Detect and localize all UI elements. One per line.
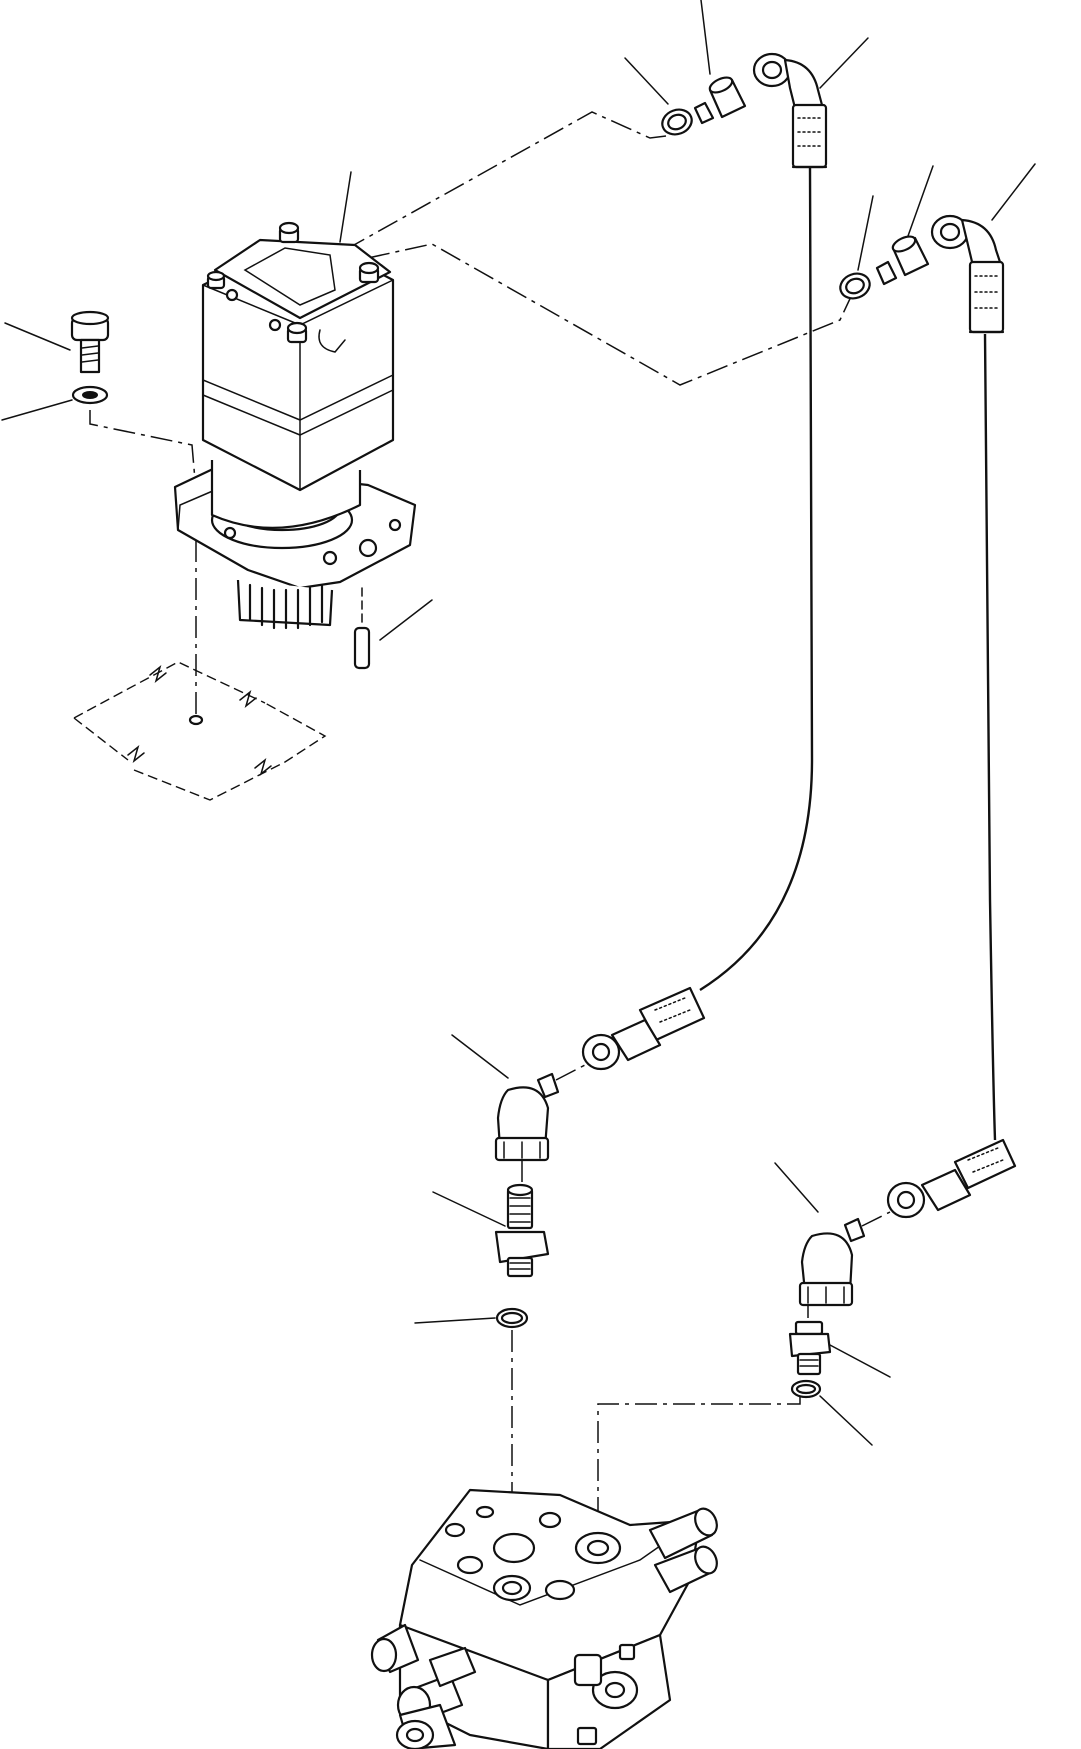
hose-2-end	[886, 1138, 1017, 1219]
callout-leaders	[1, 0, 1036, 1446]
swing-motor	[173, 221, 417, 630]
lower-elbow-2	[798, 1217, 866, 1307]
upper-fitting-1	[693, 76, 747, 125]
upper-fitting-2	[875, 235, 930, 286]
dowel-pin	[353, 587, 371, 670]
hose-1	[699, 167, 814, 992]
lower-adapter-1	[494, 1183, 550, 1278]
upper-elbow-2	[930, 214, 1005, 334]
mounting-surface	[73, 661, 327, 801]
pinion-gear	[236, 579, 334, 630]
lower-oring-1	[495, 1307, 529, 1329]
bolt-washer	[71, 385, 109, 405]
lower-adapter-2	[788, 1320, 832, 1376]
assembly-centerlines	[89, 111, 856, 1545]
upper-elbow-1	[752, 52, 828, 169]
hose-1-end	[581, 986, 706, 1071]
upper-oring-2	[839, 272, 871, 300]
lower-oring-2	[790, 1379, 822, 1399]
control-valve	[370, 1488, 718, 1749]
lower-elbow-1	[494, 1072, 560, 1162]
mounting-bolt	[70, 310, 110, 374]
cap-screws	[206, 221, 380, 344]
upper-oring-1	[661, 108, 693, 136]
hose-2	[983, 333, 997, 1141]
